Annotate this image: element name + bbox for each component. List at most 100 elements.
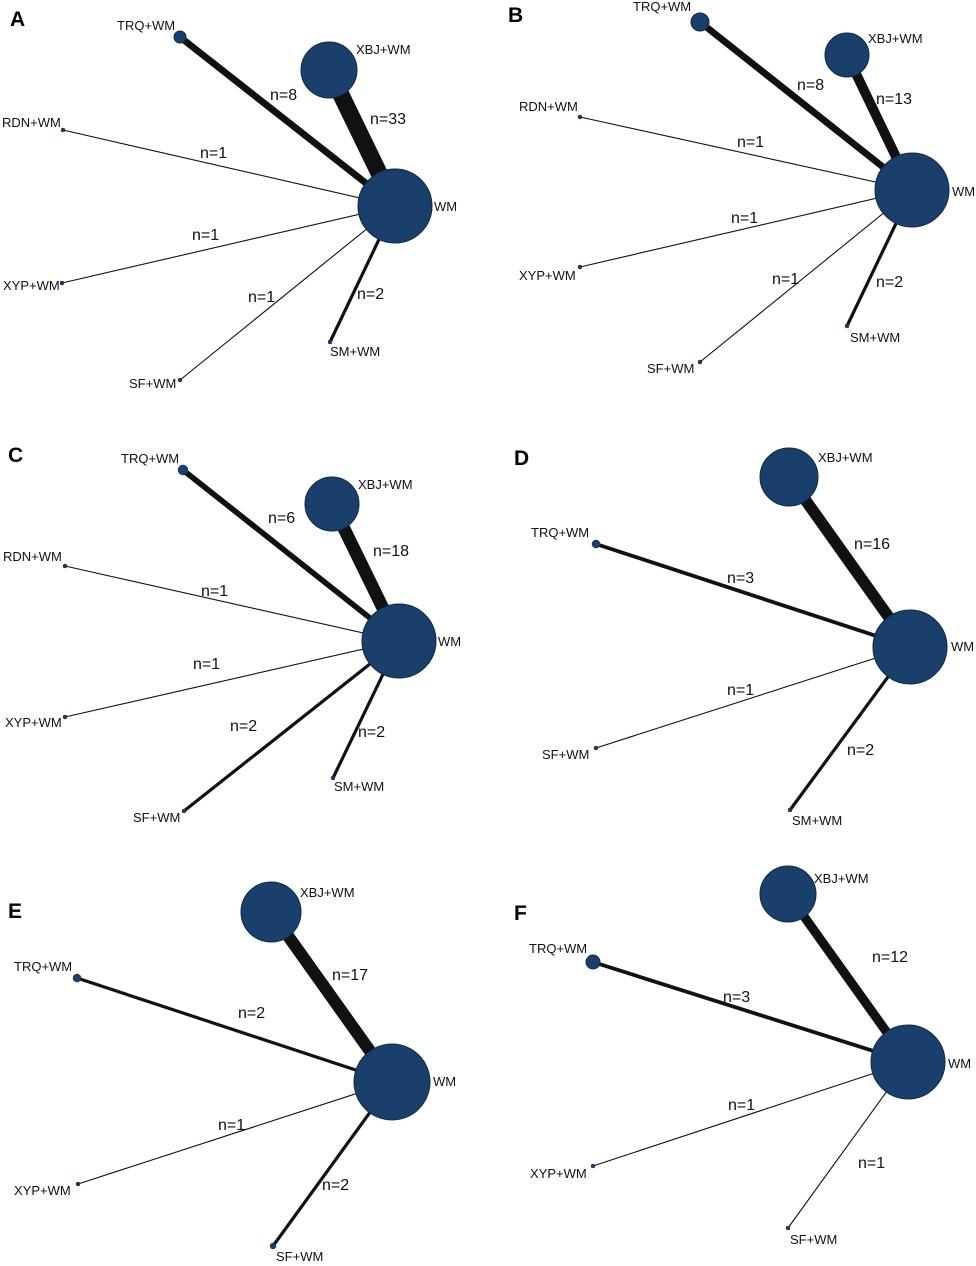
node-label-sf-wm: SF+WM — [129, 376, 176, 391]
edge-xyp-wm-to-wm — [61, 205, 396, 284]
edge-rdn-wm-to-wm — [64, 565, 400, 642]
node-sm-wm — [844, 323, 850, 329]
node-label-sf-wm: SF+WM — [647, 361, 694, 376]
edge-label-xyp-wm: n=1 — [218, 1117, 245, 1134]
node-wm — [353, 1043, 431, 1121]
edge-xyp-wm-to-wm — [77, 1081, 393, 1185]
node-label-rdn-wm: RDN+WM — [2, 115, 61, 130]
node-label-xbj-wm: XBJ+WM — [818, 450, 873, 465]
node-sf-wm — [177, 377, 183, 383]
edge-trq-wm-to-wm — [177, 34, 398, 209]
node-label-wm: WM — [952, 184, 975, 199]
node-xbj-wm — [240, 881, 302, 943]
node-label-xyp-wm: XYP+WM — [3, 278, 60, 293]
node-sf-wm — [269, 1242, 277, 1250]
node-wm — [870, 1024, 946, 1100]
node-label-sm-wm: SM+WM — [792, 813, 842, 828]
edge-label-xbj-wm: n=13 — [876, 91, 912, 108]
edge-rdn-wm-to-wm — [579, 116, 913, 191]
edge-label-trq-wm: n=6 — [268, 510, 295, 527]
node-label-sf-wm: SF+WM — [133, 810, 180, 825]
node-sm-wm — [327, 339, 333, 345]
edge-trq-wm-to-wm — [697, 19, 915, 193]
node-xbj-wm — [300, 41, 358, 99]
edge-label-sf-wm: n=1 — [772, 271, 799, 288]
node-xyp-wm — [59, 280, 65, 286]
edge-trq-wm-to-wm — [76, 976, 393, 1084]
node-trq-wm — [72, 973, 82, 983]
edge-label-trq-wm: n=3 — [727, 570, 754, 587]
node-label-xyp-wm: XYP+WM — [519, 268, 576, 283]
node-trq-wm — [585, 954, 601, 970]
node-sf-wm — [181, 808, 187, 814]
edge-label-xbj-wm: n=17 — [332, 967, 368, 984]
panel-d-letter: D — [514, 447, 529, 470]
node-label-xbj-wm: XBJ+WM — [814, 871, 869, 886]
edge-label-sm-wm: n=2 — [358, 724, 385, 741]
node-label-xyp-wm: XYP+WM — [5, 715, 62, 730]
edge-label-xyp-wm: n=1 — [728, 1097, 755, 1114]
node-label-xyp-wm: XYP+WM — [530, 1166, 587, 1181]
node-label-rdn-wm: RDN+WM — [3, 549, 62, 564]
edge-xyp-wm-to-wm — [64, 640, 400, 718]
node-label-trq-wm: TRQ+WM — [117, 18, 175, 33]
edge-label-xyp-wm: n=1 — [731, 210, 758, 227]
panel-e-letter: E — [8, 900, 22, 923]
edge-label-trq-wm: n=8 — [270, 87, 297, 104]
node-label-sf-wm: SF+WM — [542, 747, 589, 762]
edge-label-sf-wm: n=1 — [727, 682, 754, 699]
edge-label-rdn-wm: n=1 — [200, 145, 227, 162]
node-wm — [357, 168, 433, 244]
edge-label-xyp-wm: n=1 — [193, 656, 220, 673]
node-xyp-wm — [590, 1163, 596, 1169]
edge-sf-wm-to-wm — [595, 646, 911, 749]
edge-sf-wm-to-wm — [179, 205, 396, 381]
node-label-xbj-wm: XBJ+WM — [868, 31, 923, 46]
panel-b-letter: B — [508, 4, 523, 27]
edge-xyp-wm-to-wm — [592, 1061, 909, 1167]
node-xyp-wm — [577, 264, 583, 270]
node-wm — [874, 152, 950, 228]
edge-label-xyp-wm: n=1 — [192, 227, 219, 244]
edge-label-sf-wm: n=1 — [858, 1155, 885, 1172]
edge-label-sm-wm: n=2 — [876, 274, 903, 291]
edge-sf-wm-to-wm — [699, 189, 913, 363]
node-xbj-wm — [759, 865, 817, 923]
edge-trq-wm-to-wm — [595, 542, 911, 649]
edge-label-sf-wm: n=2 — [322, 1177, 349, 1194]
edge-label-trq-wm: n=2 — [238, 1005, 265, 1022]
node-sm-wm — [330, 775, 336, 781]
node-wm — [361, 603, 437, 679]
node-label-xbj-wm: XBJ+WM — [358, 477, 413, 492]
node-sm-wm — [787, 807, 793, 813]
node-label-xbj-wm: XBJ+WM — [300, 885, 355, 900]
edge-label-rdn-wm: n=1 — [201, 583, 228, 600]
node-label-wm: WM — [438, 634, 461, 649]
edge-label-sf-wm: n=1 — [248, 289, 275, 306]
edge-label-trq-wm: n=3 — [723, 989, 750, 1006]
node-xyp-wm — [75, 1181, 81, 1187]
node-sf-wm — [593, 745, 599, 751]
node-rdn-wm — [62, 563, 68, 569]
node-label-trq-wm: TRQ+WM — [121, 451, 179, 466]
edge-label-trq-wm: n=8 — [797, 77, 824, 94]
node-label-trq-wm: TRQ+WM — [529, 941, 587, 956]
edge-xyp-wm-to-wm — [579, 189, 913, 268]
panel-c-letter: C — [8, 444, 23, 467]
node-rdn-wm — [577, 114, 583, 120]
node-label-wm: WM — [434, 199, 457, 214]
panel-f-letter: F — [514, 902, 527, 925]
node-label-sm-wm: SM+WM — [850, 330, 900, 345]
node-label-rdn-wm: RDN+WM — [519, 99, 578, 114]
node-label-sf-wm: SF+WM — [790, 1232, 837, 1247]
node-label-xbj-wm: XBJ+WM — [356, 42, 411, 57]
edge-label-xbj-wm: n=33 — [370, 111, 406, 128]
